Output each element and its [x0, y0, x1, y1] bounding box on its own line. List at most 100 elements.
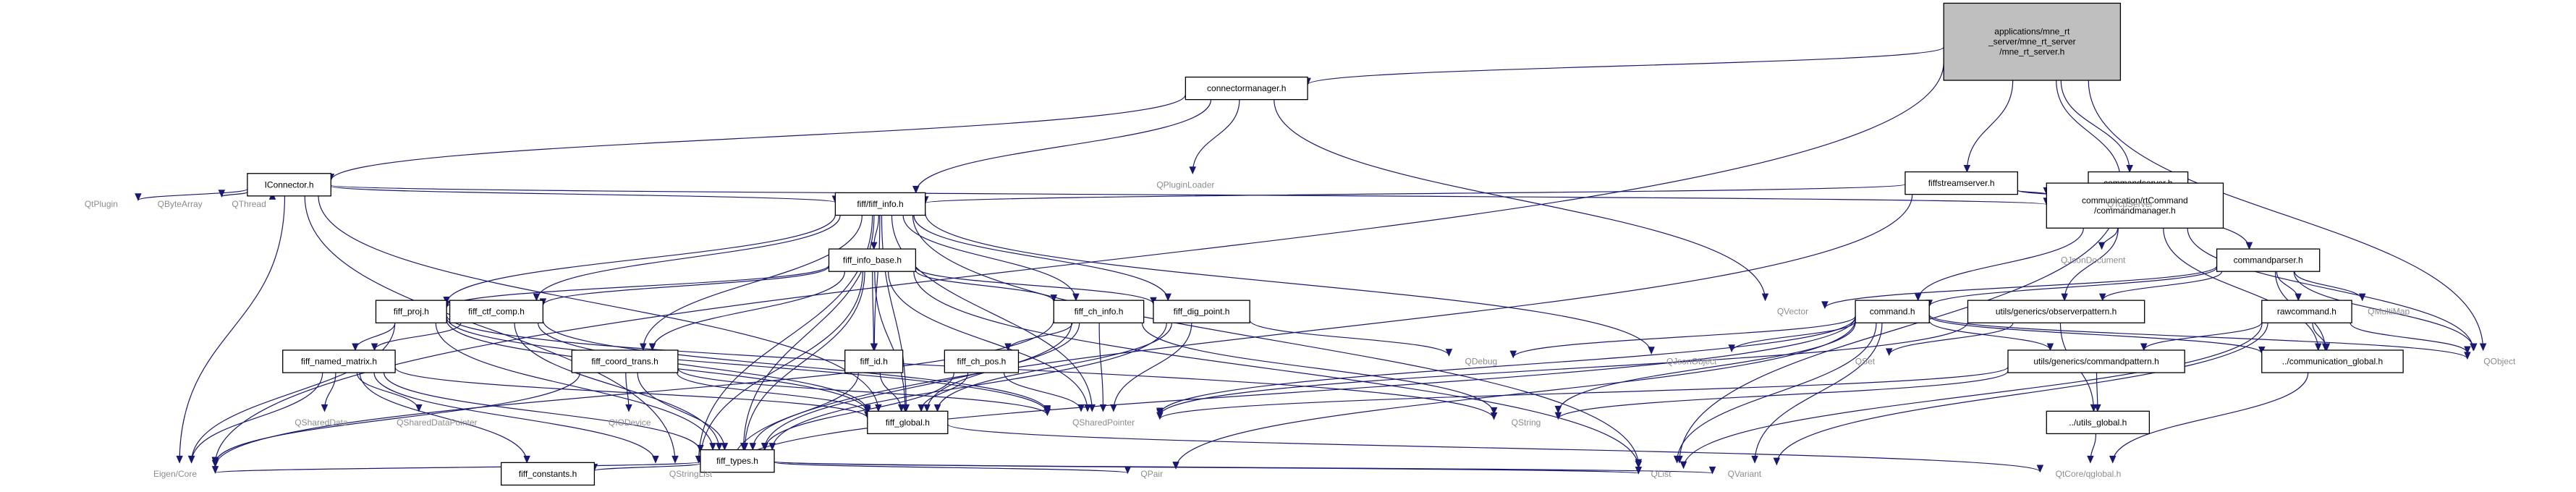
node-qstringlist: QStringList [669, 469, 713, 479]
node-fiff-proj[interactable]: fiff_proj.h [375, 300, 447, 323]
node-label: rawcommand.h [2277, 307, 2336, 317]
node-qsharedpointer: QSharedPointer [1072, 417, 1135, 428]
node-label: applications/mne_rt [1994, 27, 2070, 37]
node-qshareddatapointer: QSharedDataPointer [397, 417, 477, 428]
node-label: QIODevice [609, 417, 651, 428]
edge-commandmanager-to-command [1914, 228, 2084, 302]
edge-fiff_info-to-fiff_dig_point [913, 215, 1172, 302]
node-label: fiff_proj.h [394, 307, 429, 317]
node-label: QSharedPointer [1072, 417, 1135, 428]
node-fiff-info[interactable]: fiff/fiff_info.h [834, 192, 926, 216]
node-iconnector[interactable]: IConnector.h [247, 173, 331, 197]
node-fiff-ch-info[interactable]: fiff_ch_info.h [1053, 300, 1145, 323]
edge-fiff_ch_info-to-qstring [1141, 323, 1498, 415]
edge-fiff_proj-to-eigen_core [187, 323, 396, 464]
edge-fiff_proj-to-fiff_named_matrix [352, 323, 396, 352]
node-label: fiff_types.h [716, 456, 758, 466]
node-label: QtCore/qglobal.h [2056, 469, 2122, 479]
node-utils-global[interactable]: ../utils_global.h [2046, 410, 2151, 435]
node-label: fiff/fiff_info.h [857, 199, 903, 209]
node-fiff-ctf-comp[interactable]: fiff_ctf_comp.h [449, 300, 544, 323]
node-label: QObject [2483, 357, 2516, 367]
node-label: command.h [1870, 307, 1915, 317]
node-label: utils/generics/observerpattern.h [1996, 307, 2117, 317]
edge-commandmanager-to-observerpattern [2061, 228, 2119, 302]
node-box [1855, 300, 1930, 323]
node-communication-global[interactable]: ../communication_global.h [2261, 349, 2404, 373]
edge-fiff_info-to-fiff_info_base [870, 215, 879, 250]
node-qjsonobject: QJsonObject [1666, 357, 1717, 367]
edge-rawcommand-to-communication_global [2312, 323, 2331, 352]
edge-commandmanager-to-qobject [2187, 228, 2477, 352]
node-label: QSharedDataPointer [397, 417, 477, 428]
node-fiff-constants[interactable]: fiff_constants.h [500, 462, 596, 486]
node-box [1943, 2, 2122, 81]
node-label: QMultiMap [2368, 307, 2410, 317]
node-fiff-global[interactable]: fiff_global.h [867, 410, 949, 435]
node-fiff-coord-trans[interactable]: fiff_coord_trans.h [571, 349, 679, 373]
edge-fiff_coord_trans-to-qiodevice [625, 373, 632, 412]
node-qset: QSet [1855, 357, 1876, 367]
node-command[interactable]: command.h [1855, 300, 1930, 323]
node-label: fiff_ch_info.h [1075, 307, 1124, 317]
node-label: ../utils_global.h [2069, 417, 2127, 428]
node-label: QList [1651, 469, 1672, 479]
edge-commandpattern-to-qsharedpointer [1156, 366, 2009, 420]
node-box [834, 192, 926, 216]
node-fiff-id[interactable]: fiff_id.h [844, 349, 904, 373]
node-label: QJsonObject [1666, 357, 1717, 367]
node-observerpattern[interactable]: utils/generics/observerpattern.h [1967, 300, 2145, 323]
node-box [1967, 300, 2145, 323]
edge-connectormanager-to-fiff_info [912, 99, 1212, 194]
edge-fiff_dig_point-to-qsharedpointer [1110, 323, 1192, 412]
node-qjsondocument: QJsonDocument [2061, 255, 2126, 266]
node-qpair: QPair [1140, 469, 1163, 479]
node-label: fiff_id.h [860, 357, 887, 367]
edge-fiff_info-to-fiff_global [881, 215, 910, 412]
node-rawcommand[interactable]: rawcommand.h [2261, 300, 2352, 323]
node-fiff-types[interactable]: fiff_types.h [700, 449, 775, 473]
node-commandparser[interactable]: commandparser.h [2216, 248, 2321, 272]
node-root[interactable]: applications/mne_rt_server/mne_rt_server… [1943, 2, 2122, 81]
edge-command-to-commandpattern [1928, 320, 2054, 352]
edge-fiff_info-to-qjsonobject [925, 212, 1655, 355]
edge-commandparser-to-observerpattern [2098, 271, 2223, 302]
node-label: fiffstreamserver.h [1928, 178, 1995, 188]
edge-fiff_info_base-to-fiff_global [874, 271, 909, 412]
node-eigen-core: Eigen/Core [153, 469, 197, 479]
edge-fiff_coord_trans-to-eigen_core [211, 373, 581, 465]
edge-fiff_coord_trans-to-fiff_types [637, 373, 729, 451]
node-qtcpserver: QTcpServer [2107, 199, 2153, 209]
node-connectormanager[interactable]: connectormanager.h [1185, 76, 1308, 101]
edge-utils_global-to-qtcore_qglobal [2087, 433, 2097, 464]
edge-command-to-qstring [1554, 323, 1856, 414]
node-fiffstreamserver[interactable]: fiffstreamserver.h [1905, 171, 2018, 195]
node-label: QPair [1140, 469, 1163, 479]
node-label: _server/mne_rt_server [1988, 37, 2076, 47]
node-box [700, 449, 775, 473]
node-qlist: QList [1651, 469, 1672, 479]
edge-connectormanager-to-qvector [1274, 99, 1769, 302]
node-label: /commandmanager.h [2094, 205, 2176, 216]
node-commandmanager[interactable]: communication/rtCommand/commandmanager.h [2046, 182, 2224, 229]
edge-root-to-qobject [2088, 80, 2487, 352]
node-box [2261, 300, 2352, 323]
node-label: QtPlugin [85, 199, 118, 209]
node-label: fiff_ch_pos.h [957, 357, 1007, 367]
edge-fiff_ch_info-to-qsharedpointer [1098, 323, 1107, 412]
edge-fiff_info-to-fiff_coord_trans [640, 215, 863, 352]
node-label: fiff_global.h [886, 417, 930, 428]
node-label: QSharedData [295, 417, 348, 428]
node-box [449, 300, 544, 323]
node-label: fiff_constants.h [519, 469, 577, 479]
node-fiff-dig-point[interactable]: fiff_dig_point.h [1153, 300, 1250, 323]
node-commandpattern[interactable]: utils/generics/commandpattern.h [2007, 349, 2185, 373]
node-label: fiff_coord_trans.h [591, 357, 658, 367]
node-fiff-ch-pos[interactable]: fiff_ch_pos.h [944, 349, 1020, 373]
node-qdebug: QDebug [1465, 357, 1497, 367]
edge-fiff_info_base-to-fiff_id [870, 271, 878, 352]
node-label: fiff_named_matrix.h [301, 357, 377, 367]
node-fiff-info-base[interactable]: fiff_info_base.h [828, 248, 917, 272]
node-fiff-named-matrix[interactable]: fiff_named_matrix.h [282, 349, 396, 373]
edge-fiff_types-to-eigen_core [211, 461, 701, 474]
